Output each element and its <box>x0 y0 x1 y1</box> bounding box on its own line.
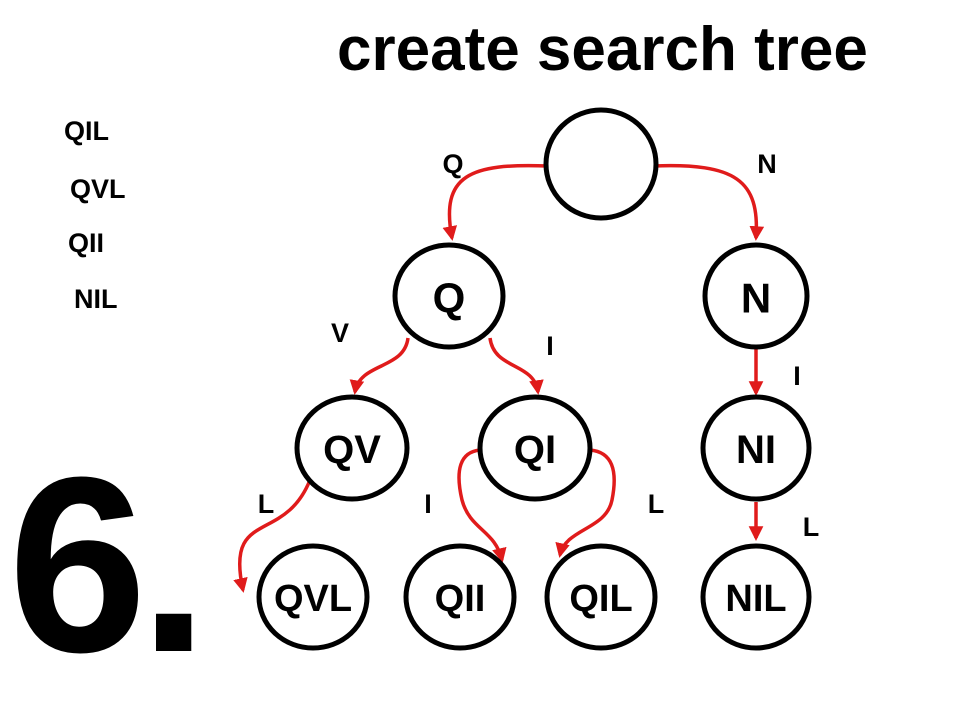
edge-label-q-qv: V <box>331 318 349 348</box>
node-nil-label: NIL <box>725 578 786 620</box>
word-list-item: QIL <box>64 116 109 146</box>
node-q-label: Q <box>433 275 466 322</box>
node-q <box>392 242 506 350</box>
node-qv-label: QV <box>323 428 381 472</box>
node-ni-label: NI <box>736 428 776 472</box>
edge-label-qi-qil: L <box>648 489 665 519</box>
slide-title: create search tree <box>337 15 868 84</box>
edge-root-n <box>653 163 765 241</box>
node-qi <box>477 394 593 502</box>
edge-label-root-n: N <box>757 149 777 179</box>
edge-label-qi-qii: I <box>424 489 432 519</box>
node-ni <box>700 394 812 502</box>
node-root <box>543 107 659 221</box>
node-qii <box>403 543 517 651</box>
edge-label-qv-qvl: L <box>258 489 275 519</box>
step-number: 6. <box>8 425 208 704</box>
edge-qi-qil <box>555 448 616 558</box>
edge-q-qv <box>349 337 410 395</box>
edge-q-qi <box>488 337 544 395</box>
edge-qi-qii <box>457 448 507 563</box>
node-qvl <box>256 543 370 651</box>
edge-label-n-ni: I <box>793 361 801 391</box>
node-nil <box>700 543 812 651</box>
node-qil-label: QIL <box>569 578 632 620</box>
node-qvl-label: QVL <box>274 578 352 620</box>
node-n <box>702 242 810 350</box>
node-n-label: N <box>741 275 771 322</box>
edge-label-q-qi: I <box>546 331 554 361</box>
word-list-item: NIL <box>74 284 118 314</box>
node-qv <box>294 394 410 502</box>
node-qil <box>544 543 658 651</box>
edge-label-ni-nil: L <box>803 512 820 542</box>
edge-qv-qvl <box>233 479 312 593</box>
edge-root-q <box>442 163 549 241</box>
edge-label-root-q: Q <box>442 149 463 179</box>
word-list-item: QVL <box>70 174 126 204</box>
word-list-item: QII <box>68 228 105 258</box>
node-qi-label: QI <box>514 428 556 472</box>
node-qii-label: QII <box>435 578 486 620</box>
